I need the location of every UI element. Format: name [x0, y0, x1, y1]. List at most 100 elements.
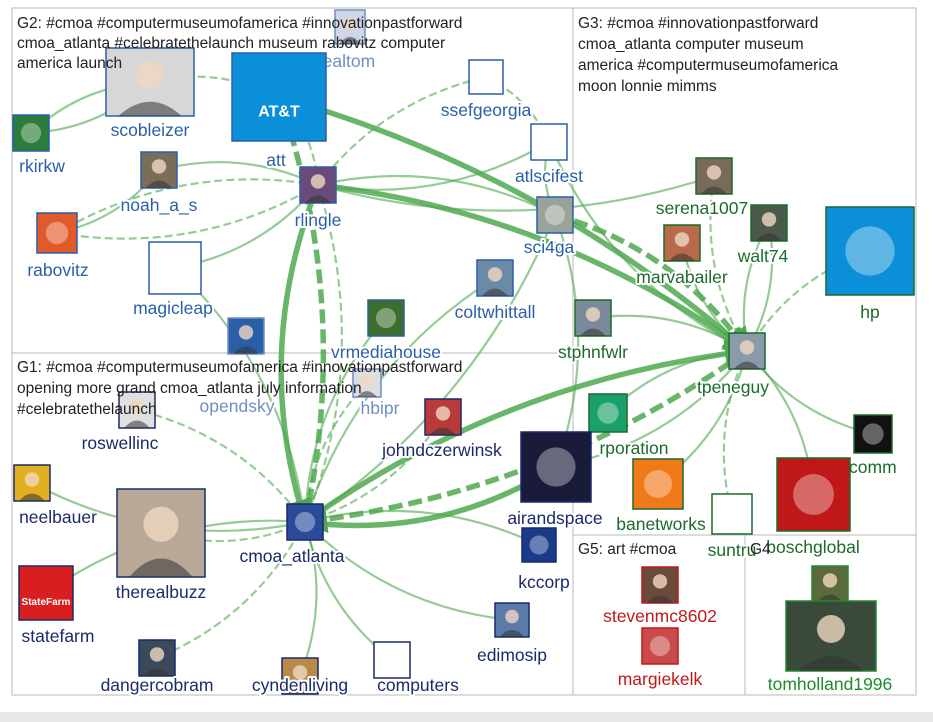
node-label-tomholland1996: tomholland1996: [768, 674, 893, 694]
portrait-head-icon: [674, 232, 690, 247]
portrait-head-icon: [24, 472, 40, 487]
node-label-stphnfwlr: stphnfwlr: [558, 342, 628, 362]
edge-cmoa_atlanta-to-edimosip: [304, 521, 515, 625]
logo-mark-icon: [375, 307, 397, 329]
node-edimosip[interactable]: edimosip: [475, 602, 549, 667]
group-label-g3: G3: #cmoa #innovationpastforward cmoa_at…: [578, 15, 842, 95]
portrait-head-icon: [310, 174, 326, 189]
edge-rlingle-to-rabovitz: [55, 178, 319, 235]
logo-mark-icon: [845, 226, 895, 276]
node-airandspace[interactable]: airandspace: [505, 431, 605, 530]
node-margiekelk[interactable]: margiekelk: [616, 627, 705, 691]
node-neelbauer[interactable]: neelbauer: [13, 464, 99, 529]
node-hp[interactable]: hp: [825, 206, 915, 324]
logo-mark-icon: [538, 131, 560, 153]
brand-logo-icon: [853, 414, 893, 454]
node-label-rlingle: rlingle: [295, 210, 342, 230]
portrait-head-icon: [822, 573, 838, 588]
portrait-head-icon: [706, 165, 722, 180]
ncr-logo-icon: [588, 393, 628, 433]
edge-serena1007-to-tpeneguy: [709, 175, 749, 353]
group-labels: G2: #cmoa #computermuseumofamerica #inno…: [17, 15, 842, 558]
museum-logo-icon: [286, 503, 324, 541]
node-label-vrmediahouse: vrmediahouse: [331, 342, 441, 362]
node-g4photo[interactable]: [811, 565, 849, 603]
node-label-rkirkw: rkirkw: [19, 156, 65, 176]
edge-rlingle-to-sci4ga: [317, 174, 557, 216]
portrait-body-icon: [19, 493, 45, 501]
node-cyndenliving[interactable]: cyndenliving: [250, 657, 350, 697]
logo-mark-icon: [476, 67, 496, 87]
node-logo-text: StateFarm: [22, 597, 71, 608]
node-roswellinc[interactable]: roswellinc: [80, 391, 161, 455]
mortarboard-icon: [468, 59, 504, 95]
portrait-body-icon: [146, 180, 172, 188]
node-tomholland1996[interactable]: tomholland1996: [766, 600, 894, 696]
bosch-logo-icon: [776, 457, 851, 532]
portrait-head-icon: [761, 212, 777, 227]
node-magicleap[interactable]: magicleap: [131, 241, 215, 320]
node-label-cyndenliving: cyndenliving: [252, 675, 348, 695]
node-boschglobal[interactable]: boschglobal: [764, 457, 862, 559]
node-sci4ga[interactable]: sci4ga: [522, 196, 577, 259]
node-rabovitz[interactable]: rabovitz: [25, 212, 91, 282]
portrait-body-icon: [124, 420, 150, 428]
node-atlscifest[interactable]: atlscifest: [513, 123, 585, 188]
portrait-head-icon: [817, 615, 845, 643]
statefarm-logo-icon: [18, 565, 74, 621]
node-serena1007[interactable]: serena1007: [654, 157, 750, 220]
node-coltwhittall[interactable]: coltwhittall: [453, 259, 537, 324]
node-stphnfwlr[interactable]: stphnfwlr: [556, 299, 630, 364]
node-ncrcorporation[interactable]: rporation: [588, 393, 671, 460]
node-label-edimosip: edimosip: [477, 645, 547, 665]
node-therealbuzz[interactable]: therealbuzz: [114, 488, 208, 604]
edge-cmoa_atlanta-to-vrmediahouse: [303, 316, 388, 523]
edge-rlingle-to-serena1007: [317, 173, 717, 212]
logo-mark-icon: [544, 204, 566, 226]
edge-rabovitz-to-rlingle: [56, 183, 320, 240]
portrait-body-icon: [701, 186, 727, 194]
group-label-g4: G4: [750, 541, 771, 558]
node-opendsky[interactable]: opendsky: [198, 317, 277, 418]
node-marvabailer[interactable]: marvabailer: [634, 224, 730, 289]
node-stevenmc8602[interactable]: stevenmc8602: [601, 566, 719, 628]
edge-atlscifest-to-tpeneguy: [547, 141, 749, 352]
portrait-body-icon: [129, 558, 193, 577]
node-cmoa_atlanta[interactable]: cmoa_atlanta: [237, 503, 347, 569]
logo-mark-icon: [597, 402, 619, 424]
science-festival-icon: [530, 123, 568, 161]
logo-mark-icon: [649, 635, 671, 657]
node-rkirkw[interactable]: rkirkw: [12, 114, 67, 178]
node-livingcomputers[interactable]: computers: [373, 641, 461, 697]
logo-mark-icon: [45, 221, 69, 245]
node-walt74[interactable]: walt74: [735, 204, 791, 268]
node-kccorp[interactable]: kccorp: [516, 527, 572, 594]
node-tpeneguy[interactable]: tpeneguy: [695, 332, 771, 399]
portrait-head-icon: [292, 665, 308, 680]
logo-mark-icon: [720, 502, 744, 526]
art-icon: [641, 627, 679, 665]
node-label-arubanetworks: banetworks: [616, 514, 706, 534]
node-hbipr[interactable]: hbipr: [352, 368, 402, 420]
node-dangercobram[interactable]: dangercobram: [99, 639, 215, 697]
node-vrmediahouse[interactable]: vrmediahouse: [329, 299, 443, 364]
portrait-head-icon: [129, 399, 145, 414]
node-rlingle[interactable]: rlingle: [293, 166, 343, 232]
node-ssefgeorgia[interactable]: ssefgeorgia: [439, 59, 533, 122]
group-box-g4: [744, 534, 917, 696]
edge-johndczerwinski-to-cmoa_atlanta: [302, 416, 444, 525]
portrait-body-icon: [144, 668, 170, 676]
node-suntrust[interactable]: suntru: [706, 493, 758, 562]
node-scobleizer[interactable]: scobleizer: [105, 47, 195, 142]
node-label-hp: hp: [860, 302, 879, 322]
node-johndczerwinski[interactable]: johndczerwinsk: [379, 398, 504, 462]
logo-mark-icon: [20, 122, 42, 144]
edge-cmoa_atlanta-to-roswellinc: [134, 406, 306, 523]
node-arubanetworks[interactable]: banetworks: [614, 458, 708, 536]
shuttle-icon: [520, 431, 592, 503]
edge-magicleap-to-cmoa_atlanta: [174, 267, 310, 525]
node-noah_a_s[interactable]: noah_a_s: [119, 151, 200, 218]
node-label-ncrcorporation: rporation: [599, 438, 668, 458]
